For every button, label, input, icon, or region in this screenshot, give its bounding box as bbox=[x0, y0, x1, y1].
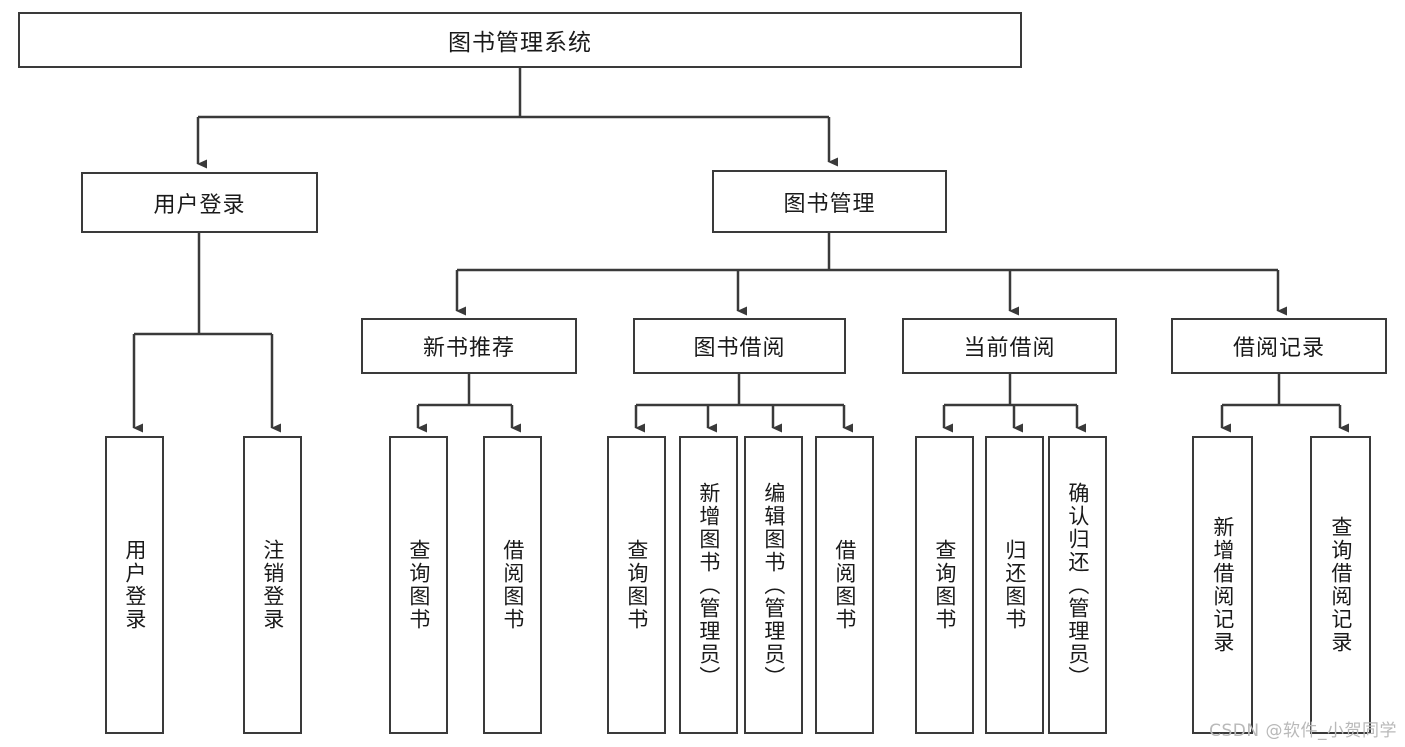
node-book-management[interactable]: 图书管理 bbox=[712, 170, 947, 233]
leaf-label: 新增借阅记录 bbox=[1210, 516, 1235, 654]
node-leaf-borrow-borrow-book[interactable]: 借阅图书 bbox=[815, 436, 874, 734]
node-leaf-user-login-logout[interactable]: 注销登录 bbox=[243, 436, 302, 734]
node-user-login[interactable]: 用户登录 bbox=[81, 172, 318, 233]
leaf-label: 借阅图书 bbox=[832, 539, 857, 631]
node-leaf-borrow-query[interactable]: 查询图书 bbox=[607, 436, 666, 734]
leaf-label: 用户登录 bbox=[122, 539, 147, 631]
node-leaf-user-login-login[interactable]: 用户登录 bbox=[105, 436, 164, 734]
csdn-watermark: CSDN @软件_小贺同学 bbox=[1209, 721, 1397, 741]
node-leaf-borrow-edit-book-admin[interactable]: 编辑图书（管理员） bbox=[744, 436, 803, 734]
node-book-borrow[interactable]: 图书借阅 bbox=[633, 318, 846, 374]
leaf-label: 借阅图书 bbox=[500, 539, 525, 631]
node-leaf-record-query[interactable]: 查询借阅记录 bbox=[1310, 436, 1371, 734]
leaf-label: 归还图书 bbox=[1002, 539, 1027, 631]
node-borrow-record[interactable]: 借阅记录 bbox=[1171, 318, 1387, 374]
leaf-label: 查询图书 bbox=[624, 539, 649, 631]
node-leaf-record-add[interactable]: 新增借阅记录 bbox=[1192, 436, 1253, 734]
node-leaf-new-book-query[interactable]: 查询图书 bbox=[389, 436, 448, 734]
leaf-label: 确认归还（管理员） bbox=[1065, 481, 1090, 689]
node-root-system[interactable]: 图书管理系统 bbox=[18, 12, 1022, 68]
node-leaf-new-book-borrow[interactable]: 借阅图书 bbox=[483, 436, 542, 734]
node-leaf-current-confirm-return-admin[interactable]: 确认归还（管理员） bbox=[1048, 436, 1107, 734]
leaf-label: 查询图书 bbox=[406, 539, 431, 631]
node-leaf-current-return[interactable]: 归还图书 bbox=[985, 436, 1044, 734]
leaf-label: 查询借阅记录 bbox=[1328, 516, 1353, 654]
node-leaf-borrow-add-book-admin[interactable]: 新增图书（管理员） bbox=[679, 436, 738, 734]
leaf-label: 注销登录 bbox=[260, 539, 285, 631]
leaf-label: 查询图书 bbox=[932, 539, 957, 631]
node-current-borrow[interactable]: 当前借阅 bbox=[902, 318, 1117, 374]
leaf-label: 编辑图书（管理员） bbox=[761, 481, 786, 689]
node-leaf-current-query[interactable]: 查询图书 bbox=[915, 436, 974, 734]
node-new-book-recommend[interactable]: 新书推荐 bbox=[361, 318, 577, 374]
leaf-label: 新增图书（管理员） bbox=[696, 481, 721, 689]
